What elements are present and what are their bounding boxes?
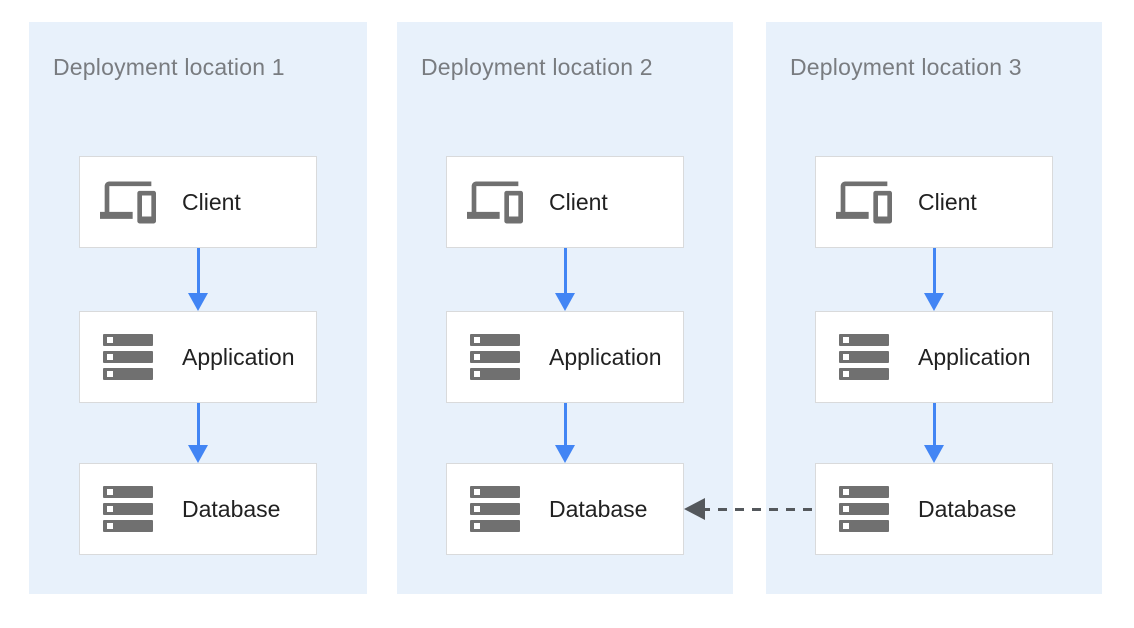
server-stack-icon	[836, 481, 892, 537]
server-stack-icon	[467, 329, 523, 385]
devices-icon	[100, 174, 156, 230]
node-label: Client	[182, 188, 241, 215]
devices-icon	[836, 174, 892, 230]
arrow-client-to-application	[188, 248, 208, 311]
panel-title: Deployment location 1	[53, 54, 285, 80]
arrow-left-head-icon	[684, 498, 705, 520]
node-database: Database	[79, 463, 317, 555]
node-label: Database	[182, 495, 281, 522]
server-stack-icon	[100, 481, 156, 537]
arrow-down-head-icon	[188, 293, 208, 311]
server-stack-icon	[467, 481, 523, 537]
node-label: Client	[549, 188, 608, 215]
panel-title: Deployment location 3	[790, 54, 1022, 80]
arrow-down-head-icon	[555, 293, 575, 311]
node-application: Application	[446, 311, 684, 403]
node-client: Client	[79, 156, 317, 248]
arrow-stem	[563, 403, 567, 445]
node-label: Client	[918, 188, 977, 215]
dashed-line	[701, 507, 815, 511]
node-database: Database	[446, 463, 684, 555]
arrow-down-head-icon	[924, 293, 944, 311]
panel-deployment-location-3: Deployment location 3 Client Application	[766, 22, 1102, 594]
arrow-application-to-database	[555, 403, 575, 463]
arrow-down-head-icon	[924, 445, 944, 463]
arrow-application-to-database	[924, 403, 944, 463]
arrow-application-to-database	[188, 403, 208, 463]
node-client: Client	[815, 156, 1053, 248]
arrow-stem	[932, 248, 936, 293]
replication-arrow-database3-to-database2	[684, 498, 815, 520]
panel-deployment-location-2: Deployment location 2 Client Application	[397, 22, 733, 594]
devices-icon	[467, 174, 523, 230]
arrow-stem	[196, 248, 200, 293]
server-stack-icon	[100, 329, 156, 385]
panel-title: Deployment location 2	[421, 54, 653, 80]
node-label: Application	[549, 343, 662, 370]
arrow-client-to-application	[555, 248, 575, 311]
arrow-down-head-icon	[188, 445, 208, 463]
arrow-down-head-icon	[555, 445, 575, 463]
node-client: Client	[446, 156, 684, 248]
node-database: Database	[815, 463, 1053, 555]
node-label: Application	[182, 343, 295, 370]
node-application: Application	[815, 311, 1053, 403]
server-stack-icon	[836, 329, 892, 385]
arrow-stem	[563, 248, 567, 293]
arrow-stem	[932, 403, 936, 445]
arrow-stem	[196, 403, 200, 445]
arrow-client-to-application	[924, 248, 944, 311]
panel-deployment-location-1: Deployment location 1 Client Application	[29, 22, 367, 594]
node-application: Application	[79, 311, 317, 403]
node-label: Database	[549, 495, 648, 522]
node-label: Database	[918, 495, 1017, 522]
node-label: Application	[918, 343, 1031, 370]
